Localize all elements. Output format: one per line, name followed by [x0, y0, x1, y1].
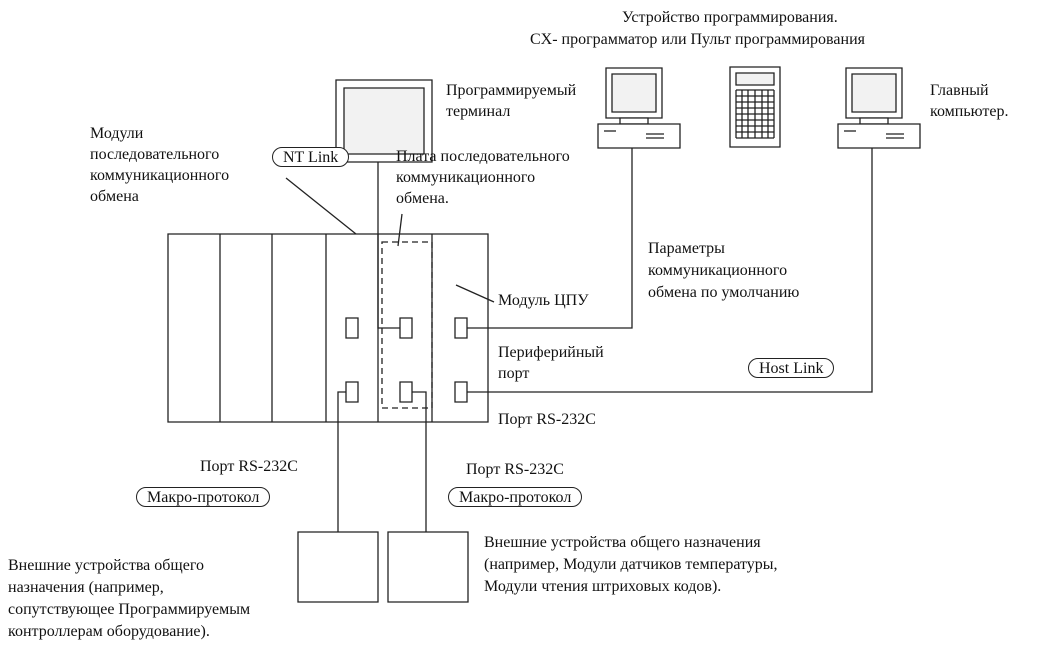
rs232c-port-label: Порт RS-232C: [200, 458, 298, 475]
computer-icon: [838, 68, 920, 148]
serial-modules-label: Модули: [90, 125, 144, 142]
external-devices-left-label: Внешние устройства общего: [8, 557, 204, 574]
programmable-terminal-label: Программируемый: [446, 82, 577, 99]
nt-link-badge: NT Link: [272, 147, 350, 167]
external-devices-left-label-3: сопутствующее Программируемым: [8, 601, 251, 618]
programming-device-label: Устройство программирования.: [622, 9, 838, 26]
host-link-badge: Host Link: [748, 358, 835, 378]
external-device-icon: [388, 532, 468, 602]
macro-protocol-badge: Макро-протокол: [136, 487, 271, 507]
serial-board-label-2: коммуникационного: [396, 169, 536, 186]
serial-modules-label-4: обмена: [90, 188, 139, 205]
peripheral-port-label-2: порт: [498, 365, 530, 382]
peripheral-port-label: Периферийный: [498, 344, 604, 361]
computer-icon: [598, 68, 680, 148]
pt-terminal-icon: [336, 80, 432, 162]
rs232c-port-label: Порт RS-232C: [498, 411, 596, 428]
serial-modules-label-3: коммуникационного: [90, 167, 230, 184]
cpu-unit-label: Модуль ЦПУ: [498, 292, 589, 309]
programming-device-sublabel: CX- программатор или Пульт программирова…: [530, 31, 865, 48]
macro-protocol-badge: Макро-протокол: [448, 487, 583, 507]
host-computer-label: Главный: [930, 82, 989, 99]
external-devices-right-label: Внешние устройства общего назначения: [484, 534, 761, 551]
leader-lines: [286, 178, 494, 302]
external-devices-left-label-4: контроллерам оборудование).: [8, 623, 210, 640]
handheld-console-icon: [730, 67, 780, 147]
default-params-label-3: обмена по умолчанию: [648, 284, 800, 301]
external-devices-right-label-2: (например, Модули датчиков температуры,: [484, 556, 778, 573]
serial-board-label: Плата последовательного: [396, 148, 570, 165]
connection-lines: [338, 148, 872, 532]
host-computer-label-2: компьютер.: [930, 103, 1009, 120]
rs232c-port-label: Порт RS-232C: [466, 461, 564, 478]
external-devices-left-label-2: назначения (например,: [8, 579, 164, 596]
serial-modules-label-2: последовательного: [90, 146, 220, 163]
external-device-icon: [298, 532, 378, 602]
plc-rack-icon: [168, 234, 488, 422]
serial-board-label-3: обмена.: [396, 190, 449, 207]
default-params-label: Параметры: [648, 240, 725, 257]
external-devices-right-label-3: Модули чтения штриховых кодов).: [484, 578, 722, 595]
default-params-label-2: коммуникационного: [648, 262, 788, 279]
programmable-terminal-label-2: терминал: [446, 103, 511, 120]
